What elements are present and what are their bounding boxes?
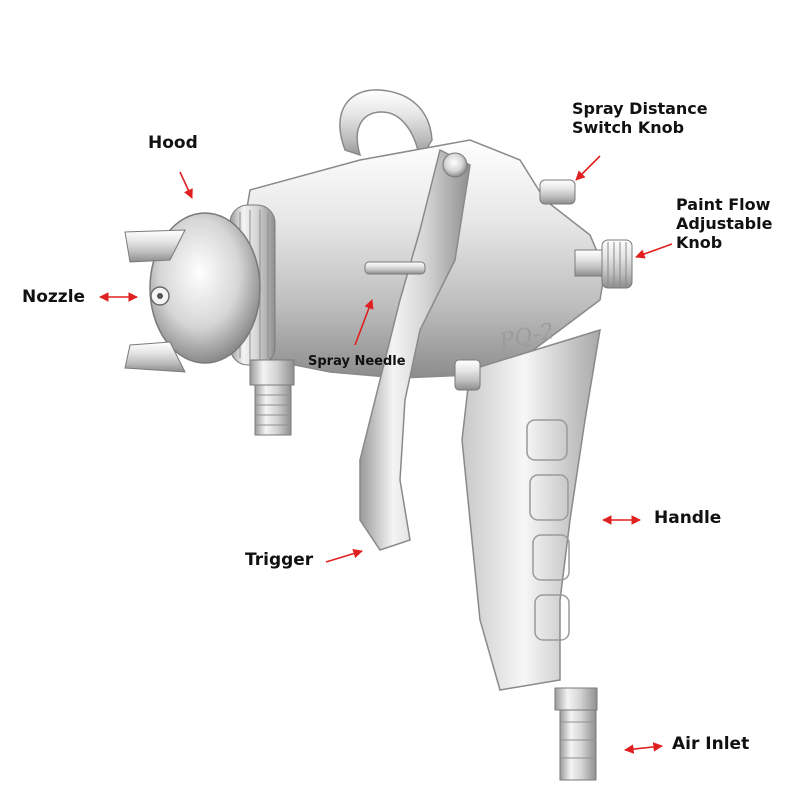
handle-ribs [526,419,570,641]
label-hood: Hood [148,133,198,153]
arrow-paint-flow [635,243,673,259]
callout-arrows [99,155,673,754]
air-inlet-grooves [560,721,596,759]
hanging-hook [339,89,433,163]
arrow-spray-needle [354,299,374,346]
label-handle: Handle [654,508,722,528]
paint-inlet-thread [254,384,292,436]
paint-flow-knob-knurl [607,242,627,286]
paint-inlet-nut [249,359,295,386]
spray-needle-rod [364,261,426,275]
nozzle-orifice [157,293,163,299]
arrow-air-inlet [624,742,663,754]
arrow-spray-distance [575,155,601,181]
air-cap [149,212,261,364]
label-trigger: Trigger [245,550,314,570]
paint-inlet-thread-lines [255,394,291,426]
handle-grip [461,328,601,691]
label-nozzle: Nozzle [22,287,86,307]
paint-flow-stem [574,249,606,277]
label-paint-flow-line2: Adjustable [676,214,773,234]
trigger-lever [359,148,471,551]
label-spray-distance-line2: Switch Knob [572,118,685,138]
label-spray-distance: Spray Distance Switch Knob [572,99,708,137]
air-inlet-collar [554,687,598,711]
spray-needle-packing [454,359,481,391]
spray-distance-knob [539,179,576,205]
paint-flow-knob [601,239,633,289]
arrow-hood [179,171,193,199]
label-spray-needle: Spray Needle [308,354,406,369]
label-paint-flow-line1: Paint Flow [676,195,771,214]
air-inlet-coupling [559,709,597,781]
trigger-pivot [442,152,468,178]
label-spray-distance-line1: Spray Distance [572,99,708,118]
air-cap-horn-top [124,229,186,263]
air-cap-horn-bottom [124,341,186,373]
label-air-inlet: Air Inlet [672,734,750,754]
arrow-trigger [325,548,363,563]
label-paint-flow: Paint Flow Adjustable Knob [676,195,772,253]
label-paint-flow-line3: Knob [676,233,723,253]
